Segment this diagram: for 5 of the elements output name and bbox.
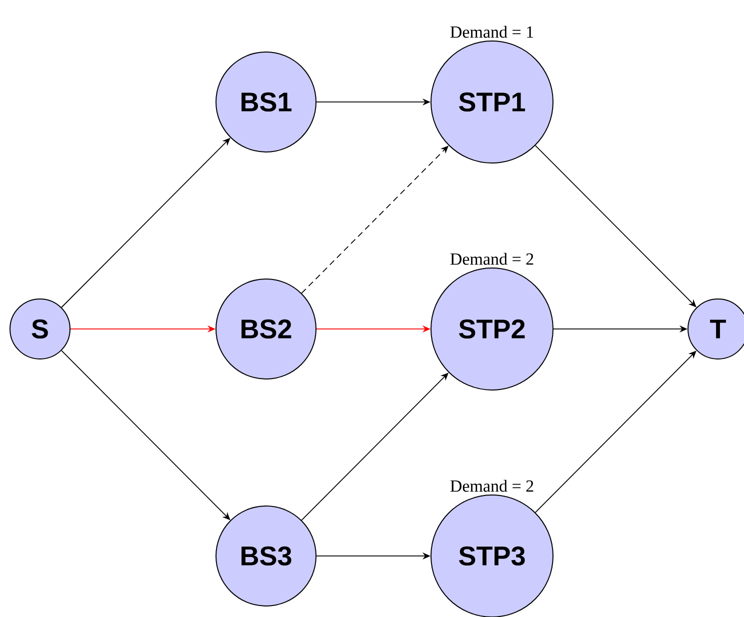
arrow [534, 350, 696, 513]
demand-label: Demand = 2 [450, 480, 534, 492]
demand-label: Demand = 2 [450, 252, 534, 265]
arrow [534, 145, 696, 308]
demand-label: Demand = 1 [450, 26, 534, 38]
